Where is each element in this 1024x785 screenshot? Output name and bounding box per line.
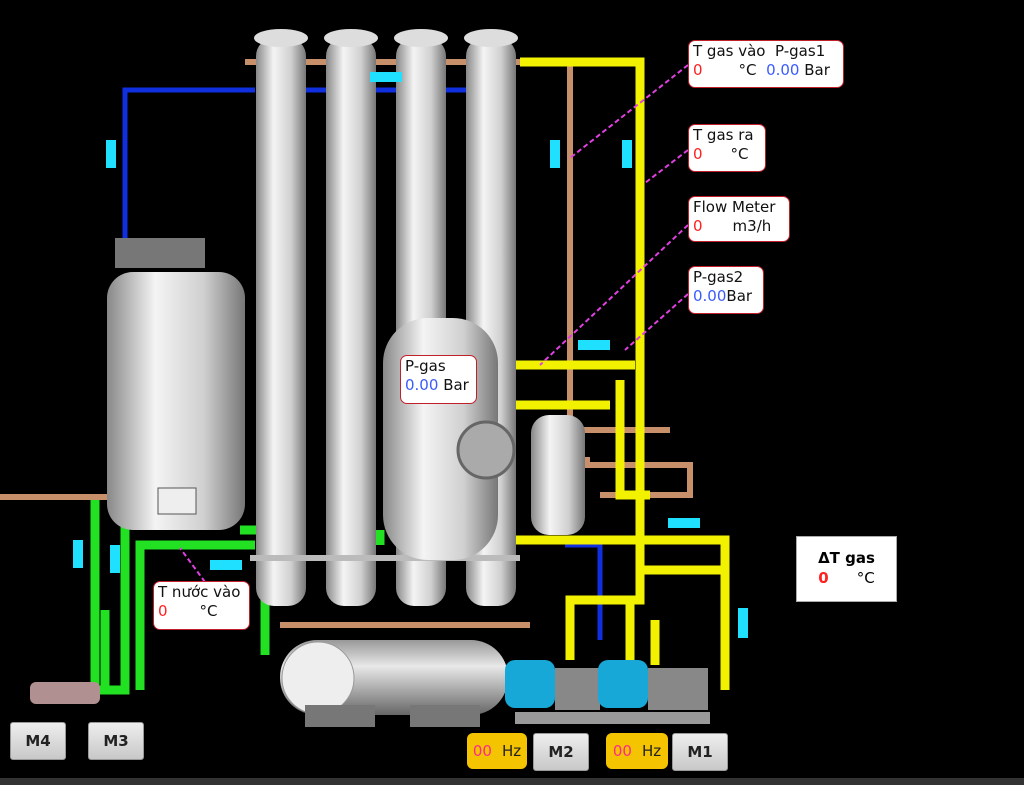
flow-meter-value: 0	[693, 217, 703, 235]
sensor-flow-meter: Flow Meter 0 m3/h	[688, 196, 790, 242]
m2-freq-unit: Hz	[501, 742, 522, 760]
m1-freq-unit: Hz	[641, 742, 662, 760]
flow-meter-unit: m3/h	[732, 217, 772, 235]
sensor-p-gas2: P-gas2 0.00Bar	[688, 266, 764, 314]
motor-m2-button[interactable]: M2	[533, 733, 589, 771]
p-gas1-unit: Bar	[804, 61, 830, 79]
m1-freq-value: 00	[612, 742, 632, 760]
motor-m4-button[interactable]: M4	[10, 722, 66, 760]
t-water-in-value: 0	[158, 602, 168, 620]
flow-meter-label: Flow Meter	[693, 198, 776, 216]
t-water-in-label: T nước vào	[158, 583, 241, 601]
receiver-tank	[280, 640, 508, 727]
t-gas-out-unit: °C	[730, 145, 749, 163]
motor-m1-frequency: 00 Hz	[606, 733, 668, 769]
motor-m2-frequency: 00 Hz	[467, 733, 527, 769]
motor-m1-button[interactable]: M1	[672, 733, 728, 771]
p-gas1-label: P-gas1	[775, 42, 826, 60]
gas-pipes	[500, 57, 730, 690]
compressor-pumps	[505, 660, 710, 724]
sensor-t-water-in: T nước vào 0 °C	[153, 581, 250, 630]
t-gas-out-value: 0	[693, 145, 703, 163]
delta-t-gas-value: 0	[818, 569, 829, 587]
t-gas-in-label: T gas vào	[693, 42, 766, 60]
delta-t-gas-label: ΔT gas	[818, 549, 875, 567]
p-gas2-unit: Bar	[726, 287, 753, 305]
small-vessel	[531, 415, 585, 535]
delta-t-gas-unit: °C	[856, 569, 875, 587]
motor-m3-button[interactable]: M3	[88, 722, 144, 760]
p-gas-unit: Bar	[443, 376, 469, 394]
sensor-t-gas-out: T gas ra 0 °C	[688, 124, 766, 172]
m2-freq-value: 00	[472, 742, 492, 760]
leader-lines	[179, 64, 689, 583]
flow-arrows	[73, 72, 748, 638]
p-gas2-value: 0.00	[693, 287, 727, 305]
p-gas-label: P-gas	[405, 357, 446, 375]
t-gas-out-label: T gas ra	[693, 126, 754, 144]
t-gas-in-value: 0	[693, 61, 703, 79]
water-pump	[30, 682, 100, 704]
t-water-in-unit: °C	[199, 602, 218, 620]
p-gas1-value: 0.00	[766, 61, 800, 79]
sensor-p-gas: P-gas 0.00 Bar	[400, 355, 477, 404]
delta-t-gas-panel: ΔT gas 0 °C	[796, 536, 897, 602]
p-gas2-label: P-gas2	[693, 268, 744, 286]
sensor-t-gas-in-p-gas1: T gas vào P-gas1 0 °C 0.00 Bar	[688, 40, 844, 88]
water-tank	[107, 238, 245, 530]
bottom-bar	[0, 778, 1024, 785]
p-gas-value: 0.00	[405, 376, 439, 394]
t-gas-in-unit: °C	[738, 61, 757, 79]
